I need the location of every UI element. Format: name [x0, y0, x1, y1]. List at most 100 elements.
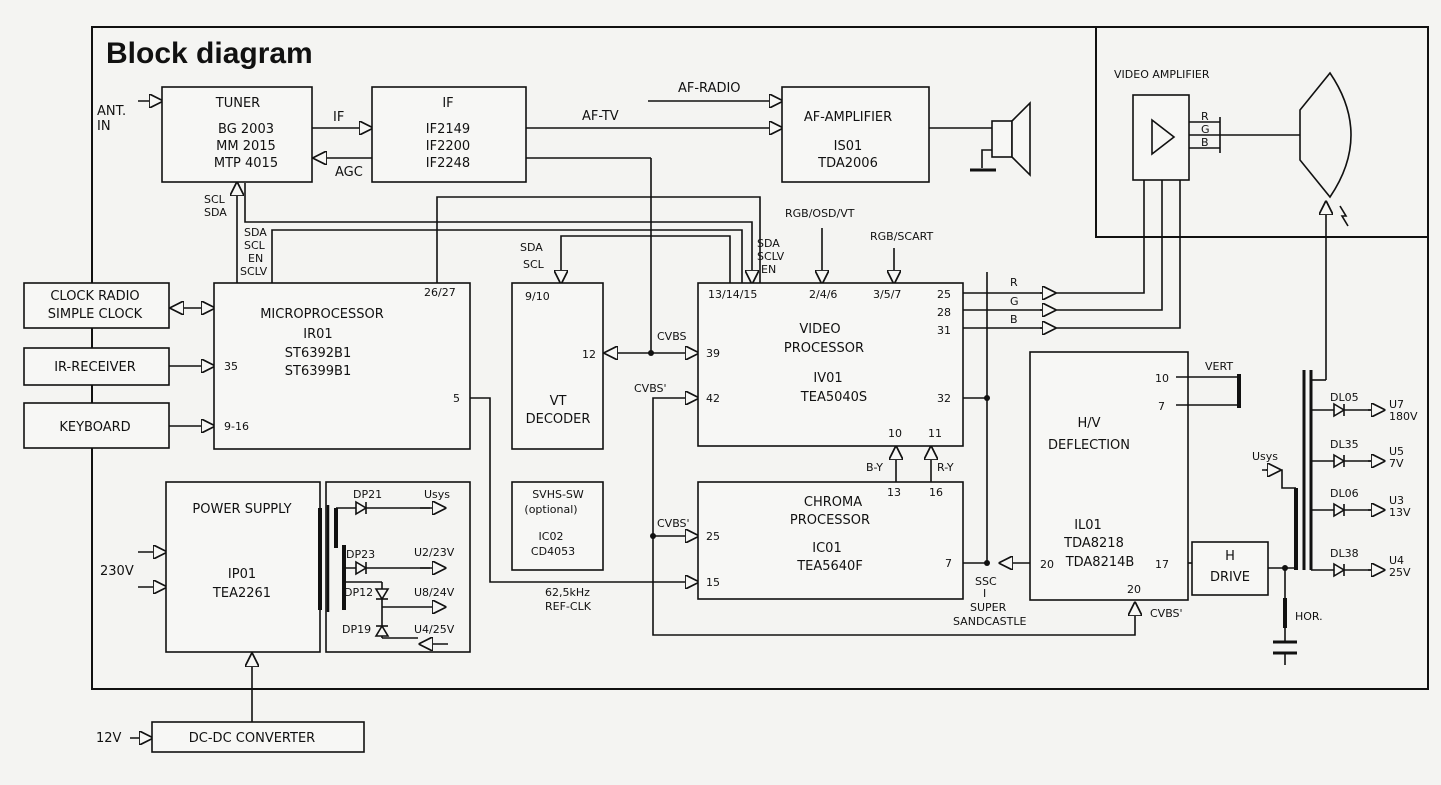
clock-radio-line-2: SIMPLE CLOCK — [48, 307, 143, 322]
dcdc-converter-label: DC-DC CONVERTER — [189, 731, 315, 746]
b-label: B — [1010, 313, 1018, 326]
if-title: IF — [442, 96, 453, 111]
cvbs-prime-wire — [652, 398, 1135, 636]
svhs-title: SVHS-SW — [532, 488, 584, 501]
cvbs-prime-label-1: CVBS' — [634, 382, 667, 395]
crt-g-label: G — [1201, 123, 1210, 136]
vp-pin-2-4-6: 2/4/6 — [809, 288, 837, 301]
vp-pin-13-15: 13/14/15 — [708, 288, 757, 301]
hv-title-2: DEFLECTION — [1048, 438, 1130, 453]
vp-pin-42: 42 — [706, 392, 720, 405]
micro-pin-5: 5 — [453, 392, 460, 405]
vp-title-1: VIDEO — [799, 322, 840, 337]
psu-output-u2 — [344, 560, 445, 576]
vt-bus-sda: SDA — [520, 241, 543, 254]
chroma-processor-block — [697, 481, 964, 600]
usys-psu-label: Usys — [424, 488, 450, 501]
g-wire — [963, 180, 1163, 311]
vp-title-2: PROCESSOR — [784, 341, 864, 356]
ant-in-label-2: IN — [97, 119, 111, 134]
vt-title-1: VT — [550, 394, 567, 409]
power-supply-title: POWER SUPPLY — [192, 502, 291, 517]
vp-pin-32: 32 — [937, 392, 951, 405]
crt-tube-icon — [1299, 71, 1352, 199]
lopt-output-4 — [1311, 562, 1384, 578]
vt-decoder-block — [511, 282, 604, 450]
af-amplifier-part-1: IS01 — [834, 139, 863, 154]
h-drive-title-1: H — [1225, 549, 1235, 564]
micro-title: MICROPROCESSOR — [260, 307, 384, 322]
hv-part-3: TDA8214B — [1065, 555, 1135, 570]
hv-deflection-block — [1029, 351, 1189, 601]
cvbs-node — [648, 350, 654, 356]
hv-part-2: TDA8218 — [1063, 536, 1124, 551]
micro-bus-scl: SCL — [244, 239, 266, 252]
power-supply-part-2: TEA2261 — [212, 586, 271, 601]
b-wire — [963, 180, 1181, 329]
u7-label: U7 — [1389, 398, 1404, 411]
ssc-label-2: I — [983, 587, 986, 600]
if-part-2: IF2200 — [426, 139, 470, 154]
ssc-label-3: SUPER — [970, 601, 1007, 614]
vt-pin-9-10: 9/10 — [525, 290, 550, 303]
video-processor-block — [697, 282, 964, 447]
ref-clk-wire — [470, 397, 698, 582]
u5-label: U5 — [1389, 445, 1404, 458]
micro-bus-en: EN — [248, 252, 263, 265]
crt-b-label: B — [1201, 136, 1209, 149]
ssc-label-4: SANDCASTLE — [953, 615, 1026, 628]
ir-receiver-block — [23, 347, 170, 386]
svhs-switch-block — [511, 481, 604, 571]
keyboard-label: KEYBOARD — [59, 420, 130, 435]
r-wire — [963, 180, 1145, 294]
af-amplifier-part-2: TDA2006 — [817, 156, 878, 171]
chroma-pin-16: 16 — [929, 486, 943, 499]
u5-value: 7V — [1389, 457, 1404, 470]
svhs-part-1: IC02 — [539, 530, 564, 543]
micro-pin-26-27: 26/27 — [424, 286, 456, 299]
hor-label: HOR. — [1295, 610, 1323, 623]
diagram-title: Block diagram — [106, 37, 313, 70]
dp23-label: DP23 — [346, 548, 375, 561]
vp-bus-sclv: SCLV — [757, 250, 785, 263]
hv-pin-17: 17 — [1155, 558, 1169, 571]
tuner-part-3: MTP 4015 — [214, 156, 278, 171]
u3-label: U3 — [1389, 494, 1404, 507]
video-amplifier-block — [1132, 94, 1190, 181]
chroma-part-1: IC01 — [812, 541, 841, 556]
dp19-label: DP19 — [342, 623, 371, 636]
video-amplifier-panel — [1095, 26, 1429, 238]
vp-pin-39: 39 — [706, 347, 720, 360]
video-amplifier-label: VIDEO AMPLIFIER — [1114, 68, 1210, 81]
vp-part-2: TEA5040S — [800, 390, 867, 405]
by-label: B-Y — [866, 461, 883, 474]
micro-part-2: ST6392B1 — [285, 346, 351, 361]
tuner-bus-sda: SDA — [204, 206, 227, 219]
svhs-optional: (optional) — [524, 503, 577, 516]
vt-bus-line — [561, 235, 731, 283]
ref-clk-label-1: 62,5kHz — [545, 586, 590, 599]
mains-label: 230V — [100, 564, 134, 579]
psu-output-u8 — [344, 581, 448, 644]
u7-value: 180V — [1389, 410, 1418, 423]
lopt-output-2 — [1311, 453, 1384, 469]
chroma-part-2: TEA5640F — [796, 559, 863, 574]
hv-title-1: H/V — [1077, 416, 1100, 431]
ant-in-label: ANT. — [97, 104, 126, 119]
dl35-label: DL35 — [1330, 438, 1359, 451]
rgb-out-lines — [1189, 117, 1300, 153]
if-block — [371, 86, 527, 183]
u4-lopt-value: 25V — [1389, 566, 1411, 579]
spark-icon — [1339, 205, 1349, 227]
chroma-title-2: PROCESSOR — [790, 513, 870, 528]
u3-value: 13V — [1389, 506, 1411, 519]
micro-part-3: ST6399B1 — [285, 364, 351, 379]
vp-pin-25: 25 — [937, 288, 951, 301]
svhs-part-2: CD4053 — [531, 545, 575, 558]
vp-part-1: IV01 — [813, 371, 842, 386]
hv-cvbs-prime: CVBS' — [1150, 607, 1183, 620]
clock-radio-block — [23, 282, 170, 329]
amplifier-triangle-icon — [1151, 118, 1176, 156]
vt-pin-12: 12 — [582, 348, 596, 361]
